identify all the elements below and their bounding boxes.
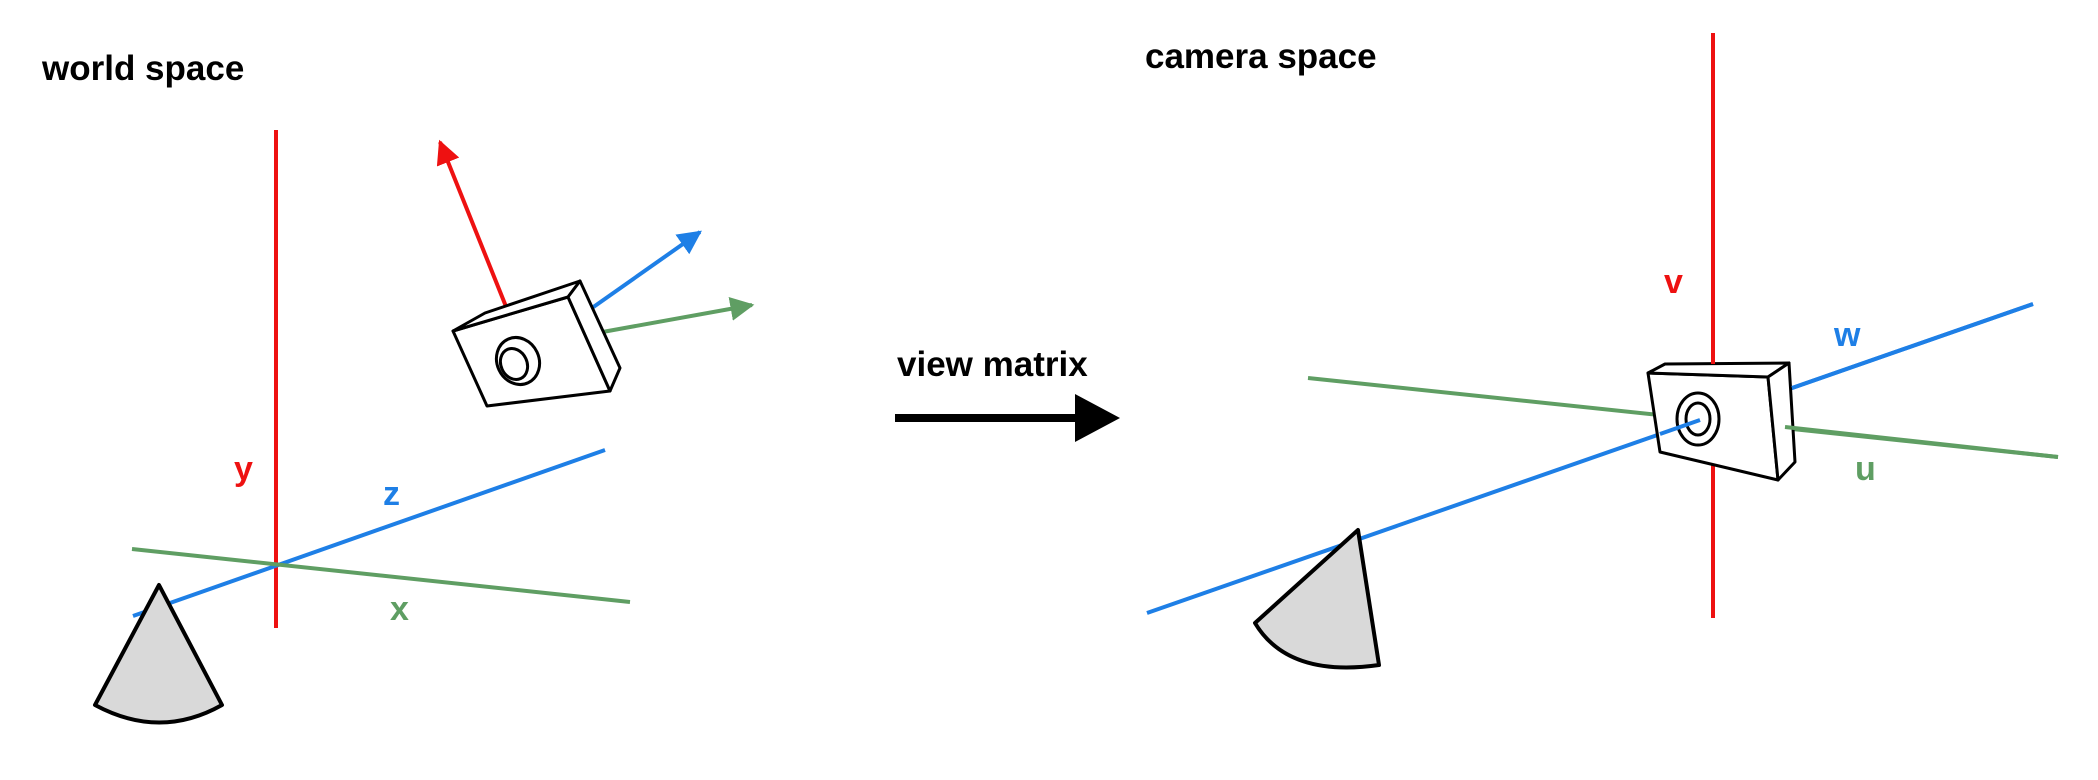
world-y-label: y (234, 450, 253, 488)
camera-space-title: camera space (1145, 37, 1377, 76)
camera-w-label: w (1833, 316, 1861, 354)
world-x-label: x (390, 590, 409, 628)
view-matrix-label: view matrix (897, 345, 1088, 384)
camera-right-arrow (596, 297, 755, 335)
camera-u-label: u (1855, 450, 1876, 488)
world-x-axis (131, 547, 631, 604)
camera-up-arrow (436, 139, 509, 310)
world-z-label: z (383, 475, 400, 513)
camera-v-label: v (1664, 263, 1683, 301)
world-space-title: world space (41, 49, 244, 88)
camera-w-axis-front (1659, 418, 1701, 436)
world-space-panel: world space y z x (41, 49, 755, 725)
camera-icon (1646, 361, 1797, 482)
cone-icon (93, 583, 224, 725)
camera-forward-arrow (590, 230, 702, 310)
camera-space-panel: camera space v w u (1145, 33, 2059, 670)
camera-icon (451, 279, 622, 408)
camera-w-axis-back (1791, 302, 2034, 390)
camera-u-axis-right (1784, 425, 2059, 459)
cone-icon (1253, 528, 1381, 670)
view-matrix-transform: view matrix (895, 345, 1120, 442)
world-z-axis (132, 448, 606, 618)
arrow-right-icon (895, 394, 1120, 442)
